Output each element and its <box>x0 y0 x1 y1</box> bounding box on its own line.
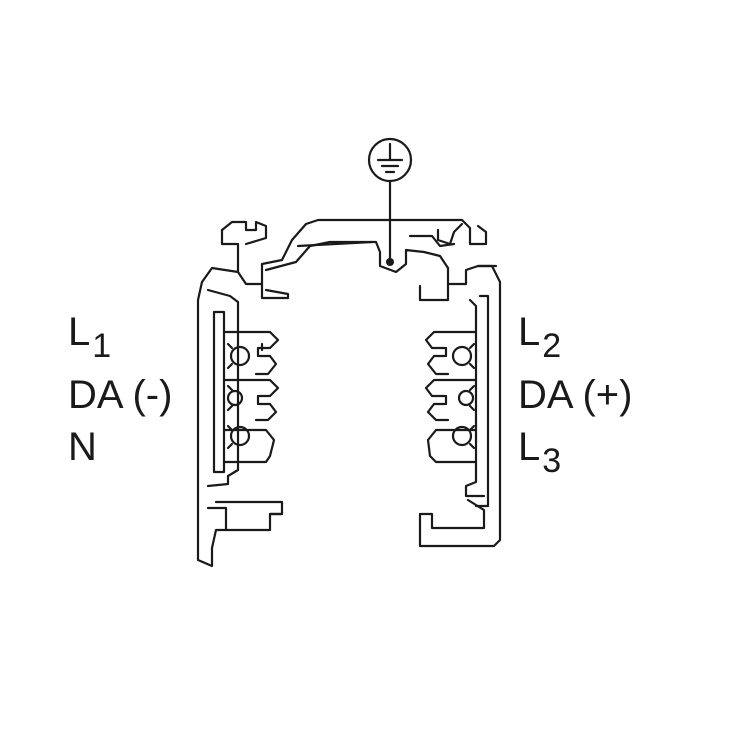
right-contact-channels <box>424 330 478 464</box>
label-da-plus: DA (+) <box>518 373 632 417</box>
profile-left-wall <box>196 266 284 568</box>
profile-top-bridge <box>220 218 498 302</box>
label-l1: L1 <box>68 310 111 365</box>
left-contact-da-minus <box>226 389 244 407</box>
left-contact-l1 <box>229 345 251 367</box>
left-labels: L1 DA (-) N <box>68 310 172 469</box>
left-contact-channels <box>222 330 280 464</box>
label-l2: L2 <box>518 310 561 365</box>
ground-contact-dot <box>386 258 394 266</box>
label-n: N <box>68 425 97 469</box>
label-da-minus: DA (-) <box>68 373 172 417</box>
left-contact-n <box>229 425 251 447</box>
profile-right-wall <box>418 264 502 548</box>
label-l3: L3 <box>518 425 561 480</box>
right-labels: L2 DA (+) L3 <box>518 310 632 480</box>
right-contact-l3 <box>451 425 473 447</box>
ground-icon <box>367 137 413 266</box>
right-contact-l2 <box>451 345 473 367</box>
right-contact-da-plus <box>457 389 475 407</box>
